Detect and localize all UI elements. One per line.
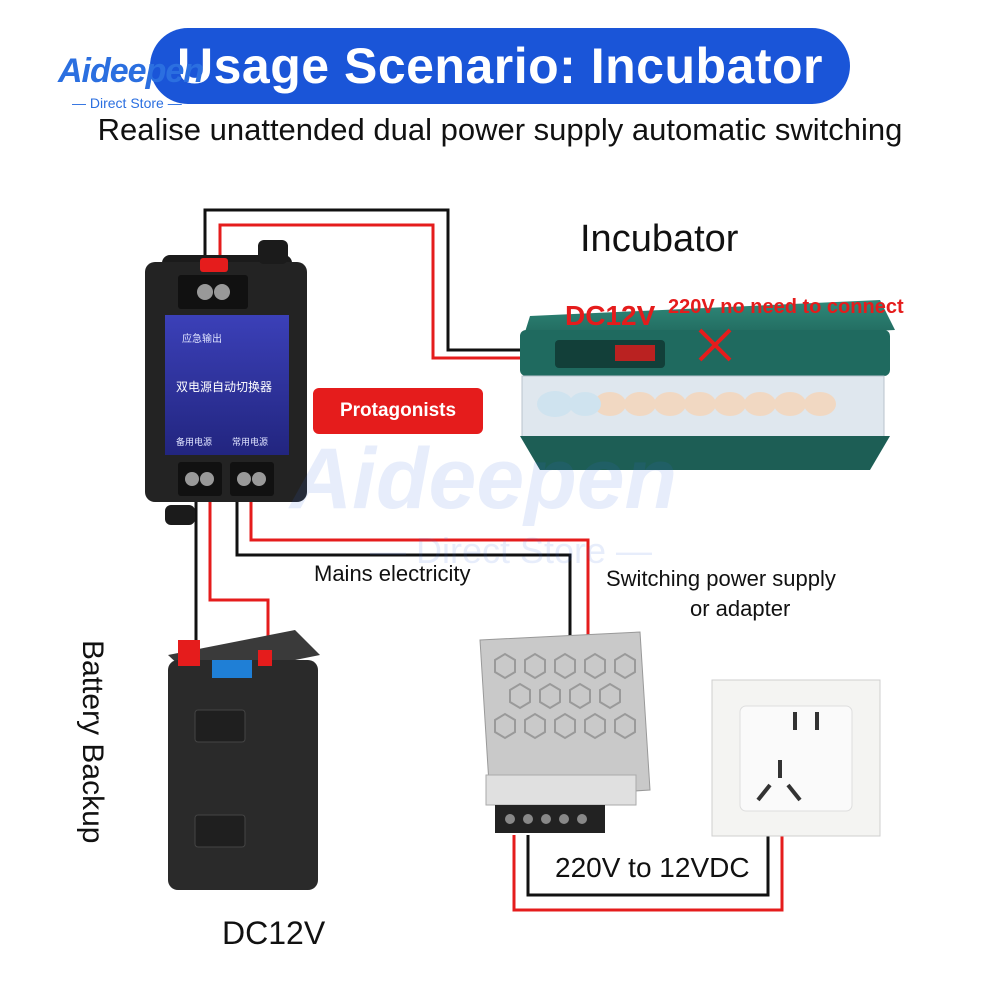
dual-power-switch-device: [145, 240, 307, 525]
label-no-need: 220V no need to connect: [668, 296, 904, 318]
watermark-logo: Aideepen: [290, 431, 678, 527]
label-battery-backup: Battery Backup: [76, 640, 109, 844]
wire-socket-red: [512, 835, 784, 912]
label-mains: Mains electricity: [314, 561, 471, 586]
label-power-supply-line2: or adapter: [690, 596, 791, 621]
wire-group-battery: [194, 480, 270, 658]
device-title: 双电源自动切换器: [176, 380, 273, 394]
brand-logo: Aideepen: [58, 52, 204, 90]
wire-socket-black: [526, 835, 770, 897]
device-bottom-right: 常用电源: [232, 437, 269, 447]
label-dc12v-battery: DC12V: [222, 915, 326, 951]
label-dc12v-incubator: DC12V: [565, 300, 656, 331]
wire-group-top: [203, 208, 604, 360]
wire-top-black: [203, 208, 604, 352]
label-incubator: Incubator: [580, 218, 739, 260]
page-title: Usage Scenario: Incubator: [150, 28, 850, 104]
label-power-supply-line1: Switching power supply: [606, 566, 836, 591]
wire-group-socket: [512, 835, 784, 912]
subtitle: Realise unattended dual power supply aut…: [97, 112, 903, 147]
label-protagonists: Protagonists: [313, 388, 483, 434]
device-bottom-left: 备用电源: [176, 437, 213, 447]
device-top-label: 应急输出: [182, 334, 222, 345]
watermark-sub: — Direct Store —: [370, 530, 653, 571]
wall-socket-image: [711, 679, 881, 837]
label-conversion: 220V to 12VDC: [555, 852, 750, 883]
incubator-image: [520, 300, 895, 470]
wire-battery-red: [208, 480, 270, 658]
brand-sub: — Direct Store —: [72, 95, 182, 111]
battery-image: [168, 630, 320, 890]
wire-top-red: [218, 223, 604, 360]
power-supply-image: [479, 631, 651, 833]
